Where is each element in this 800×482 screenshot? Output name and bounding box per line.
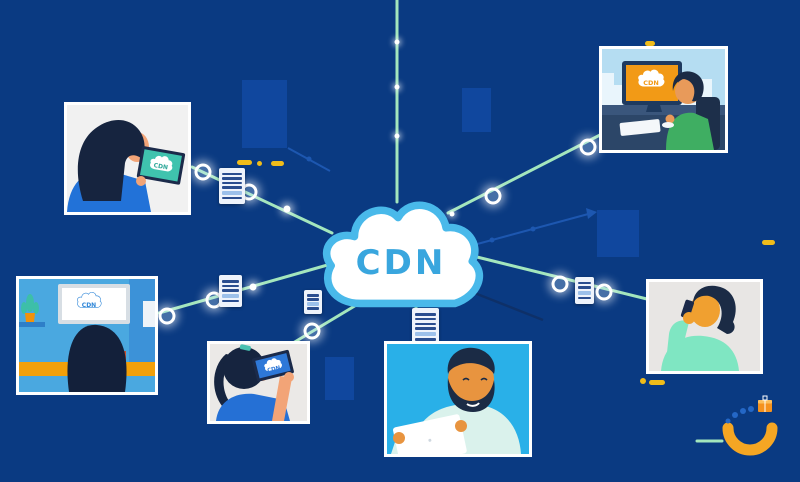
yellow-dash [237,160,252,165]
network-node-icon [579,138,597,156]
logo-dot [748,406,754,412]
woman-tablet-figure: CDN [67,120,186,212]
edge-server-icon [412,308,439,346]
panel-man-desktop: CDN [599,46,728,153]
network-node-icon [158,307,176,325]
tv-viewer-figure: CDN [19,279,155,392]
network-node-icon [303,322,321,340]
woman-phone-figure: CDN [214,344,294,421]
background-rect [242,80,287,148]
background-rect [462,88,491,132]
network-node-icon [394,133,400,139]
panel-phone-caller [646,279,763,374]
network-node-icon [283,205,291,213]
yellow-dot [257,161,262,166]
yellow-dash [762,240,775,245]
edge-server-icon [219,275,242,307]
network-node-icon [394,39,400,45]
man-desktop-figure: CDN [602,49,725,150]
network-node-icon [484,187,502,205]
man-tablet-figure [391,347,521,454]
background-rect [325,357,354,400]
package-cube-icon [758,395,772,412]
panel-woman-phone: CDN [207,341,310,424]
yellow-dash [649,380,665,385]
logo-dot [740,408,746,414]
phone-screen-label: CDN [267,365,282,374]
network-node-icon [249,283,257,291]
network-node-icon [551,275,569,293]
logo-dot [732,412,738,418]
network-node-icon [595,283,613,301]
logo-dot [725,418,731,424]
network-node-icon [449,211,455,217]
network-node-icon [394,84,400,90]
edge-server-icon [219,168,245,204]
monitor-screen-label: CDN [643,79,659,87]
panel-woman-tablet: CDN [64,102,191,215]
yellow-dash [645,41,655,46]
network-node-icon [194,163,212,181]
edge-server-icon [304,290,322,314]
tv-screen-label: CDN [82,302,96,309]
phone-caller-figure [661,285,739,371]
cdn-cloud-icon: CDN [310,190,492,318]
cdn-cloud-label: CDN [356,243,447,283]
cdn-cloud: CDN [310,190,492,318]
yellow-dot [640,378,646,384]
panel-tv-viewer: CDN [16,276,158,395]
yellow-dash [271,161,284,166]
panel-man-tablet [384,341,532,457]
tablet-screen-label: CDN [153,162,168,171]
smile-arc-icon [722,422,778,456]
edge-server-icon [575,277,594,304]
background-rect [597,210,639,257]
smile-logo [722,395,778,456]
